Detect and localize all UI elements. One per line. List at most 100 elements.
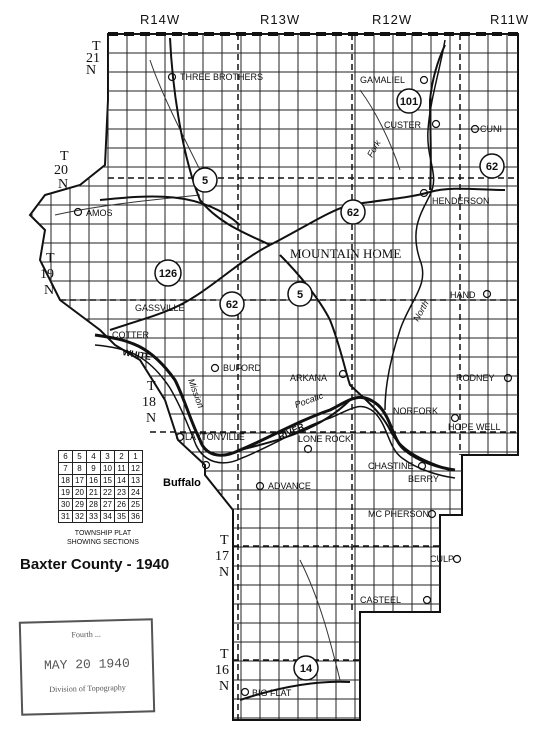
town-labels: THREE BROTHERS GAMALIEL CUSTER CUNI HEND… [86,72,502,698]
highway-shields: 101 62 5 62 126 62 5 14 [154,88,505,681]
plat-section-cell: 33 [86,510,101,523]
township-boundaries [60,34,518,720]
town-label: ADVANCE [268,481,311,491]
plat-section-cell: 7 [58,462,73,475]
town-label: MOUNTAIN HOME [290,246,401,261]
township-t: T [46,251,55,266]
hwy-shield-126 [154,259,182,287]
town-label: THREE BROTHERS [180,72,263,82]
plat-section-cell: 18 [58,474,73,487]
plat-section-cell: 21 [86,486,101,499]
township-n: 16 [215,663,229,678]
stamp-line3: Division of Topography [49,682,126,694]
town-label: HOPE WELL [448,422,501,432]
plat-section-cell: 2 [114,450,129,463]
plat-section-cell: 32 [72,510,87,523]
hwy-label: 14 [300,663,313,675]
town-label: NORFORK [393,406,438,416]
plat-section-cell: 5 [72,450,87,463]
hwy-shield-5 [287,281,313,307]
roads [99,37,506,701]
township-t: T [92,39,101,54]
town-label: ARKANA [290,373,327,383]
plat-section-cell: 11 [114,462,129,475]
plat-section-cell: 17 [72,474,87,487]
plat-section-cell: 36 [128,510,143,523]
township-n: 21 [86,51,100,66]
township-dir: N [58,177,68,192]
plat-section-cell: 4 [86,450,101,463]
town-label: MC PHERSON [368,509,429,519]
hwy-label: 5 [202,175,208,187]
plat-section-cell: 8 [72,462,87,475]
hwy-label: 62 [347,207,359,219]
township-dir: N [146,411,156,426]
hwy-shield-101 [396,88,422,114]
town-label: CASTEEL [360,595,401,605]
hwy-shield-5 [192,167,218,193]
town-label: GASSVILLE [135,303,185,313]
plat-section-cell: 27 [100,498,115,511]
town-label: AMOS [86,208,113,218]
plat-section-cell: 20 [72,486,87,499]
plat-section-cell: 12 [128,462,143,475]
river-label: WHITE [122,347,152,362]
plat-caption-line1: TOWNSHIP PLAT [74,530,132,537]
town-label: CUNI [480,124,502,134]
county-boundary [28,33,519,721]
plat-section-cell: 25 [128,498,143,511]
township-dir: N [219,679,229,694]
hwy-label: 5 [297,289,303,301]
stamp-line1: Fourth ... [71,629,101,640]
plat-section-cell: 23 [114,486,129,499]
hwy-shield-62 [479,153,505,179]
plat-section-cell: 28 [86,498,101,511]
town-label: COTTER [112,330,149,340]
town-label: CHASTINE [368,461,414,471]
plat-section-cell: 34 [100,510,115,523]
range-label: R11W [490,12,529,27]
river-labels: WHITE RIVER North Fork Mission Pocatic [122,138,431,442]
plat-section-cell: 10 [100,462,115,475]
plat-section-cell: 13 [128,474,143,487]
township-dir: N [219,565,229,580]
plat-section-cell: 31 [58,510,73,523]
plat-section-cell: 35 [114,510,129,523]
township-dir: N [86,63,96,78]
township-t: T [60,149,69,164]
town-label: CUSTER [384,120,422,130]
town-label: HENDERSON [432,196,490,206]
township-n: 17 [215,549,229,564]
plat-section-cell: 26 [114,498,129,511]
town-label: GAMALIEL [360,75,405,85]
town-label: BUFORD [223,363,262,373]
hwy-label: 126 [159,268,177,280]
plat-caption-line2: SHOWING SECTIONS [67,539,139,546]
plat-section-cell: 16 [86,474,101,487]
town-label: HAND [450,290,476,300]
township-t: T [220,533,229,548]
town-label: LONE ROCK [298,434,351,444]
township-n: 19 [40,267,54,282]
hwy-label: 62 [486,161,498,173]
stamp-date: MAY 20 1940 [43,655,131,674]
range-label: R14W [140,12,180,27]
plat-section-cell: 22 [100,486,115,499]
plat-section-cell: 6 [58,450,73,463]
range-label: R12W [372,12,412,27]
section-grid [30,34,518,720]
hwy-shield-14 [293,655,319,681]
hwy-shield-62 [219,291,245,317]
hwy-label: 62 [226,299,238,311]
hwy-label: 101 [400,96,418,108]
hwy-shield-62 [340,199,366,225]
range-labels: R14W R13W R12W R11W [138,10,536,28]
town-label: RODNEY [456,373,495,383]
plat-caption: TOWNSHIP PLAT SHOWING SECTIONS [55,529,151,547]
plat-section-cell: 1 [128,450,143,463]
